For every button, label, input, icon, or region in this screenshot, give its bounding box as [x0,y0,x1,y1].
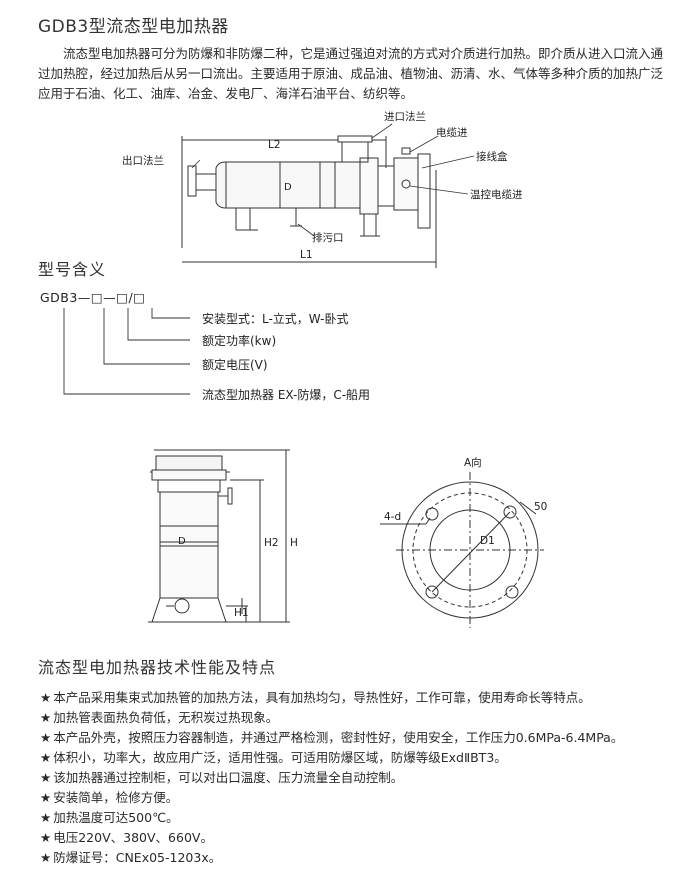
star-icon: ★ [40,830,52,845]
star-icon: ★ [40,750,52,765]
features-list: ★本产品采用集束式加热管的加热方法，具有加热均匀，导热性好，工作可靠，使用寿命长… [40,688,690,868]
model-item-install: 安装型式：L-立式，W-卧式 [202,312,349,326]
view-a-label: A向 [464,456,482,469]
list-item: ★本产品采用集束式加热管的加热方法，具有加热均匀，导热性好，工作可靠，使用寿命长… [40,690,591,705]
holes-label: 4-d [384,511,401,523]
star-icon: ★ [40,710,52,725]
h2-label: H2 [264,537,279,549]
list-item: ★防爆证号：CNEx05-1203x。 [40,850,222,865]
h1-label: H1 [234,607,249,619]
vertical-d-label: D [178,536,186,547]
dim-50-label: 50 [534,501,547,513]
temp-cable-in-label: 温控电缆进 [470,188,523,201]
intro-paragraph: 流态型电加热器可分为防爆和非防爆二种，它是通过强迫对流的方式对介质进行加热。即介… [38,46,664,101]
junction-box-label: 接线盒 [476,150,508,163]
star-icon: ★ [40,690,52,705]
list-item: ★电压220V、380V、660V。 [40,830,213,845]
model-item-type: 流态型加热器 EX-防爆，C-船用 [202,388,371,402]
outlet-flange-label: 出口法兰 [122,154,164,167]
star-icon: ★ [40,790,52,805]
model-code: GDB3—□—□/□ [40,290,146,305]
list-item: ★安装简单，检修方便。 [40,790,179,805]
vertical-heater-diagram: D H2 H H1 [148,449,298,623]
list-item: ★加热管表面热负荷低，无积炭过热现象。 [40,710,279,725]
cable-in-label: 电缆进 [436,126,468,139]
model-heading: 型号含义 [38,260,107,279]
inlet-flange-label: 进口法兰 [384,110,426,123]
features-heading: 流态型电加热器技术性能及特点 [38,658,277,677]
list-item: ★该加热器通过控制柜，可以对出口温度、压力流量全自动控制。 [40,770,404,785]
list-item: ★加热温度可达500℃。 [40,810,179,825]
model-item-power: 额定功率(kw) [202,334,277,348]
model-lines [63,308,190,395]
d-label: D [284,182,292,193]
star-icon: ★ [40,730,52,745]
star-icon: ★ [40,810,52,825]
flange-view-diagram: A向 4-d D1 50 [380,456,547,628]
l1-label: L1 [300,249,313,261]
list-item: ★本产品外壳，按照压力容器制造，并通过严格检测，密封性好，使用安全，工作压力0.… [40,730,624,745]
l2-label: L2 [268,139,281,151]
star-icon: ★ [40,770,52,785]
d1-label: D1 [480,535,495,547]
drain-label: 排污口 [312,231,344,244]
star-icon: ★ [40,850,52,865]
h-label: H [290,537,298,549]
list-item: ★体积小，功率大，故应用广泛，适用性强。可适用防爆区域，防爆等级ExdⅡBT3。 [40,750,507,765]
horizontal-heater-diagram: 进口法兰 电缆进 接线盒 出口法兰 温控电缆进 排污口 L2 L1 D [122,110,523,268]
page-title: GDB3型流态型电加热器 [38,17,229,37]
model-item-voltage: 额定电压(V) [202,358,268,372]
